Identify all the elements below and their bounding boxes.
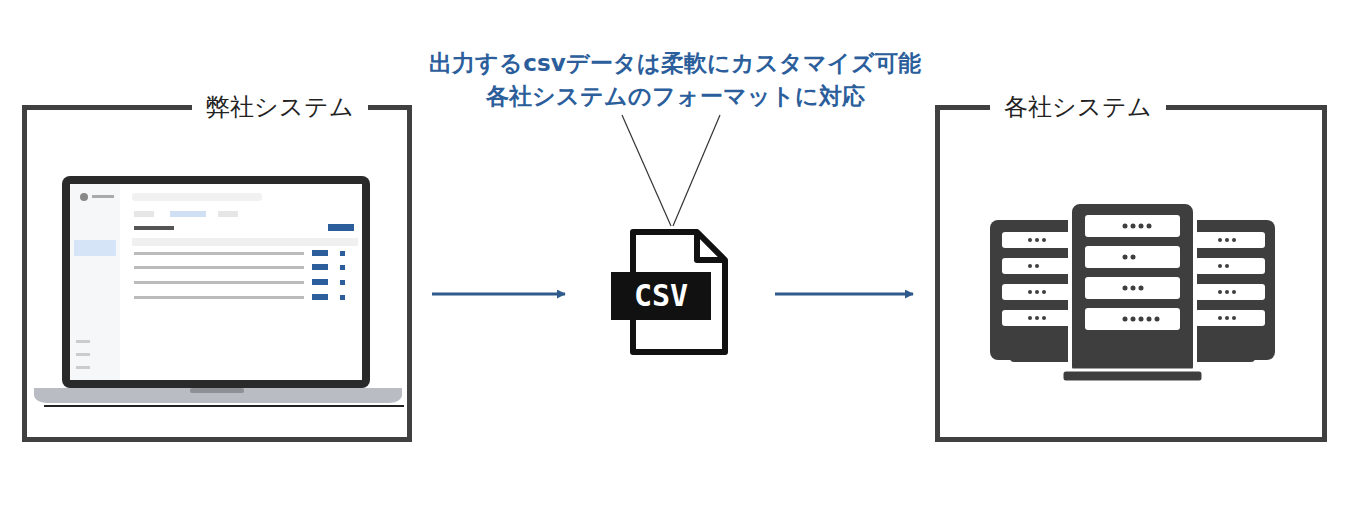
box-heading: 弊社システム bbox=[192, 90, 368, 124]
system-box: 弊社システム bbox=[22, 105, 412, 442]
callout-text: 出力するcsvデータは柔軟にカスタマイズ可能 bbox=[425, 48, 924, 79]
system-box: 各社システム bbox=[935, 105, 1327, 442]
file-type-label: CSV bbox=[613, 272, 709, 320]
server-illustration bbox=[990, 202, 1275, 382]
csv-file-icon: CSV bbox=[605, 228, 730, 356]
callout-text: 各社システムのフォーマットに対応 bbox=[482, 81, 869, 112]
flow-arrow bbox=[432, 293, 565, 296]
flow-arrow bbox=[775, 293, 913, 296]
leader-line bbox=[622, 115, 671, 226]
laptop-illustration bbox=[34, 176, 404, 406]
box-heading: 各社システム bbox=[990, 90, 1166, 124]
leader-line bbox=[673, 115, 720, 226]
